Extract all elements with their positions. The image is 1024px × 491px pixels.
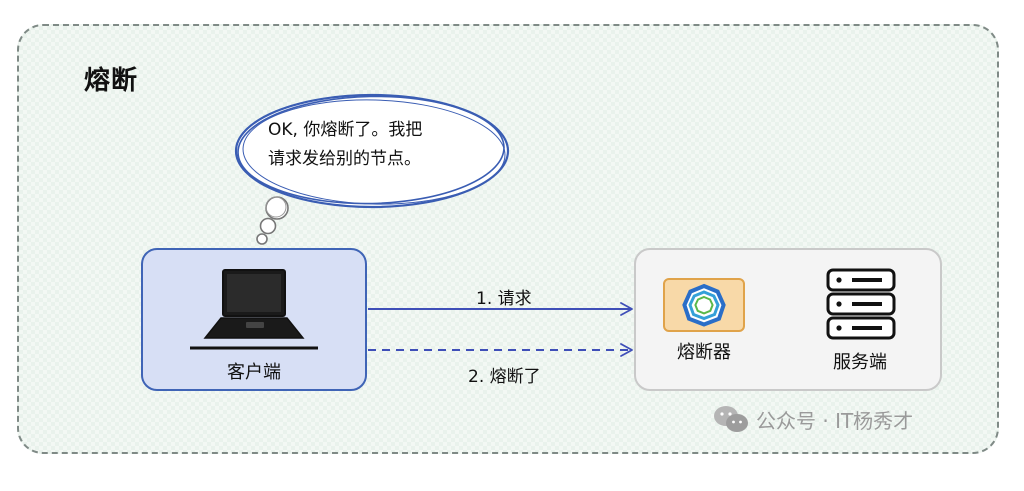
request-arrow-label: 1. 请求 bbox=[476, 289, 532, 309]
circuit-breaker-label: 熔断器 bbox=[677, 342, 731, 363]
diagram-title: 熔断 bbox=[84, 66, 139, 96]
thought-line-1: OK, 你熔断了。我把 bbox=[268, 120, 423, 140]
watermark: 公众号 · IT杨秀才 bbox=[712, 404, 913, 434]
wechat-icon bbox=[714, 406, 748, 432]
server-label: 服务端 bbox=[833, 352, 887, 373]
thought-bubble-text: OK, 你熔断了。我把 请求发给别的节点。 bbox=[268, 116, 498, 174]
thought-line-2: 请求发给别的节点。 bbox=[268, 149, 421, 169]
client-label: 客户端 bbox=[227, 362, 281, 383]
circuit-broken-arrow-label: 2. 熔断了 bbox=[468, 367, 541, 387]
watermark-text: 公众号 · IT杨秀才 bbox=[756, 408, 914, 433]
thought-bubble bbox=[234, 93, 510, 209]
thought-bubble-tail bbox=[256, 196, 289, 245]
